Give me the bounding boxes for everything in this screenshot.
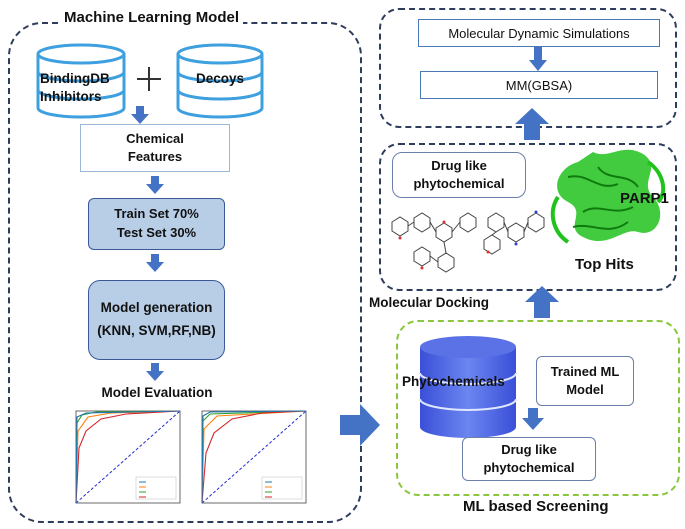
decoys-label: Decoys (195, 71, 245, 86)
bindingdb-database-icon (36, 43, 126, 119)
top-hits-label: Top Hits (575, 256, 634, 273)
arrow-to-md (515, 108, 549, 140)
arrow-to-evaluation (146, 363, 164, 381)
arrow-to-features (131, 106, 149, 124)
docking-druglike-box: Drug like phytochemical (392, 152, 526, 198)
model-evaluation-label: Model Evaluation (101, 385, 213, 400)
molecular-docking-label: Molecular Docking (366, 295, 493, 310)
ml-screening-label: ML based Screening (463, 498, 609, 515)
phytochemicals-database-icon (419, 336, 517, 438)
chemical-features-box: Chemical Features (80, 124, 230, 172)
train-test-box: Train Set 70% Test Set 30% (88, 198, 225, 250)
screening-druglike-box: Drug like phytochemical (462, 437, 596, 481)
roc-plot-train-set (192, 403, 310, 511)
arrow-to-model-gen (146, 254, 164, 272)
md-simulations-box: Molecular Dynamic Simulations (418, 19, 660, 47)
phytochemicals-label: Phytochemicals (402, 374, 505, 389)
screening-panel (396, 320, 680, 496)
arrow-to-screening (340, 404, 380, 446)
arrow-to-train-test (146, 176, 164, 194)
roc-plot-test-set (66, 403, 184, 511)
molecule-structures-icon (391, 210, 545, 273)
parp1-protein-icon (550, 149, 666, 244)
mmgbsa-box: MM(GBSA) (420, 71, 658, 99)
ml-model-title: Machine Learning Model (60, 9, 244, 26)
arrow-to-docking (525, 286, 559, 318)
arrow-to-mmgbsa (529, 47, 547, 71)
trained-ml-model-box: Trained ML Model (536, 356, 634, 406)
parp1-label: PARP1 (620, 190, 669, 207)
bindingdb-label: BindingDB Inhibitors (40, 71, 110, 104)
docking-panel (379, 143, 677, 291)
plus-icon (137, 67, 161, 91)
decoys-database-icon (176, 43, 264, 119)
arrow-to-druglike (522, 408, 544, 430)
model-generation-box: Model generation (KNN, SVM,RF,NB) (88, 280, 225, 360)
